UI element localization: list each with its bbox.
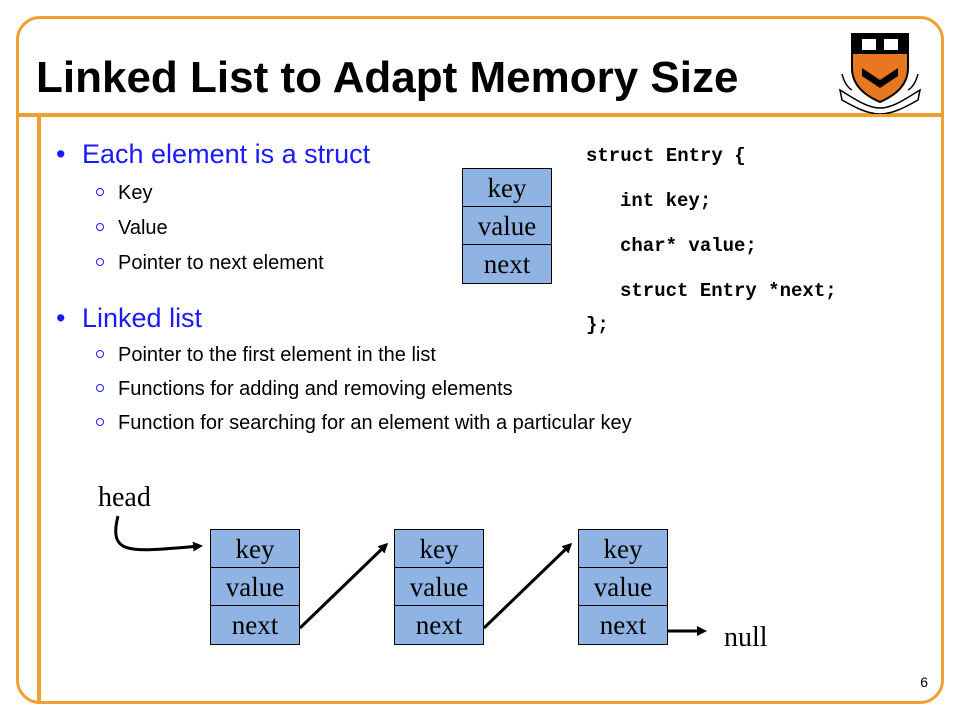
sub-bullet-marker: [96, 187, 104, 196]
node-value-cell: value: [579, 568, 667, 606]
node-key-cell: key: [579, 530, 667, 568]
slide-title: Linked List to Adapt Memory Size: [36, 53, 739, 102]
code-line-1: struct Entry {: [586, 145, 746, 167]
code-line-3: char* value;: [620, 235, 757, 257]
node-next-cell: next: [483, 249, 531, 279]
left-accent-bar: [37, 117, 41, 704]
bullet-text: Each element is a struct: [82, 139, 371, 169]
sub-bullet-marker: [96, 257, 104, 266]
node-value-cell: value: [395, 568, 483, 606]
list-node-1: key value next: [210, 529, 300, 645]
sub-bullet-marker: [96, 417, 104, 426]
sub-bullet-add-remove: Functions for adding and removing elemen…: [96, 376, 513, 402]
title-divider: [16, 113, 944, 117]
node-key-cell: key: [395, 530, 483, 568]
struct-node-example: key value next: [462, 168, 552, 284]
code-line-4: struct Entry *next;: [620, 280, 837, 302]
sub-bullet-text: Functions for adding and removing elemen…: [118, 378, 513, 400]
node-next-cell: next: [415, 610, 463, 640]
sub-bullet-value: Value: [96, 215, 168, 241]
sub-bullet-text: Pointer to next element: [118, 252, 324, 274]
bullet-dot: •: [56, 303, 66, 333]
node-value-cell: value: [211, 568, 299, 606]
list-node-3: key value next: [578, 529, 668, 645]
null-label: null: [724, 622, 768, 653]
code-line-5: };: [586, 314, 609, 336]
page-number: 6: [920, 674, 928, 690]
princeton-shield-logo: [838, 33, 922, 114]
sub-bullet-marker: [96, 383, 104, 392]
sub-bullet-text: Function for searching for an element wi…: [118, 412, 632, 434]
next-arrow-2: [482, 542, 573, 630]
node-key-cell: key: [463, 169, 551, 207]
code-line-2: int key;: [620, 190, 712, 212]
node-next-cell: next: [231, 610, 279, 640]
sub-bullet-search: Function for searching for an element wi…: [96, 410, 632, 436]
sub-bullet-text: Key: [118, 182, 153, 204]
sub-bullet-first-pointer: Pointer to the first element in the list: [96, 342, 436, 368]
sub-bullet-text: Pointer to the first element in the list: [118, 344, 436, 366]
list-node-2: key value next: [394, 529, 484, 645]
sub-bullet-pointer: Pointer to next element: [96, 250, 324, 276]
node-value-cell: value: [463, 207, 551, 245]
bullet-dot: •: [56, 139, 66, 169]
bullet-text: Linked list: [82, 303, 203, 333]
sub-bullet-marker: [96, 349, 104, 358]
slide-frame: [16, 16, 944, 704]
bullet-struct: • Each element is a struct: [56, 138, 370, 170]
node-next-cell: next: [599, 610, 647, 640]
sub-bullet-key: Key: [96, 180, 152, 206]
node-key-cell: key: [211, 530, 299, 568]
next-arrow-1: [298, 542, 389, 630]
head-arrow: [114, 515, 203, 552]
sub-bullet-marker: [96, 222, 104, 231]
head-label: head: [98, 482, 151, 513]
sub-bullet-text: Value: [118, 217, 168, 239]
bullet-linked-list: • Linked list: [56, 302, 202, 334]
